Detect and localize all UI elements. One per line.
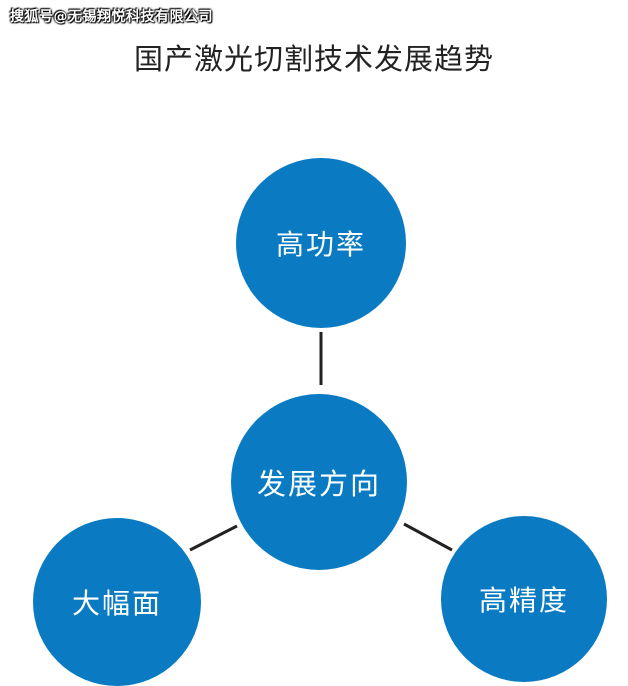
node-development-direction-label: 发展方向 bbox=[256, 467, 381, 501]
connector-right bbox=[403, 522, 453, 552]
node-development-direction: 发展方向 bbox=[231, 394, 407, 570]
node-high-precision: 高精度 bbox=[441, 516, 607, 682]
connector-left bbox=[189, 524, 238, 552]
node-large-format-label: 大幅面 bbox=[71, 587, 162, 620]
node-high-power: 高功率 bbox=[236, 158, 406, 328]
watermark: 搜狐号@无锡翔悦科技有限公司 bbox=[10, 9, 213, 25]
diagram-title: 国产激光切割技术发展趋势 bbox=[133, 42, 494, 76]
node-high-power-label: 高功率 bbox=[275, 228, 366, 261]
node-high-precision-label: 高精度 bbox=[478, 584, 569, 617]
node-large-format: 大幅面 bbox=[33, 518, 201, 686]
